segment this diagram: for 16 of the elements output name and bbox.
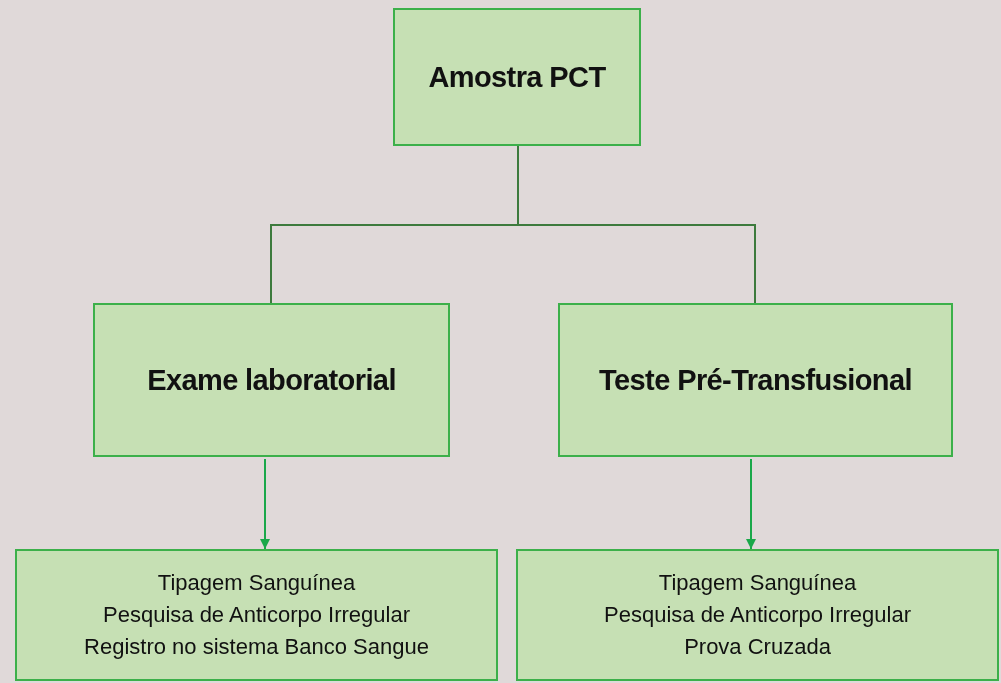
list-item: Registro no sistema Banco Sangue	[84, 632, 429, 661]
arrow	[746, 458, 756, 550]
box-title: Teste Pré-Transfusional	[599, 363, 912, 397]
list-item: Tipagem Sanguínea	[658, 569, 857, 598]
box-title: Exame laboratorial	[147, 363, 396, 397]
list-box	[15, 549, 498, 681]
list-box	[516, 549, 999, 681]
arrow	[260, 458, 270, 550]
list-item: Prova Cruzada	[684, 632, 831, 661]
process-box	[393, 8, 641, 146]
list-item: Pesquisa de Anticorpo Irregular	[103, 601, 410, 630]
list-item: Pesquisa de Anticorpo Irregular	[604, 601, 911, 630]
process-box	[93, 303, 450, 457]
list-item: Tipagem Sanguínea	[157, 569, 356, 598]
process-box	[558, 303, 953, 457]
box-title: Amostra PCT	[428, 60, 606, 94]
